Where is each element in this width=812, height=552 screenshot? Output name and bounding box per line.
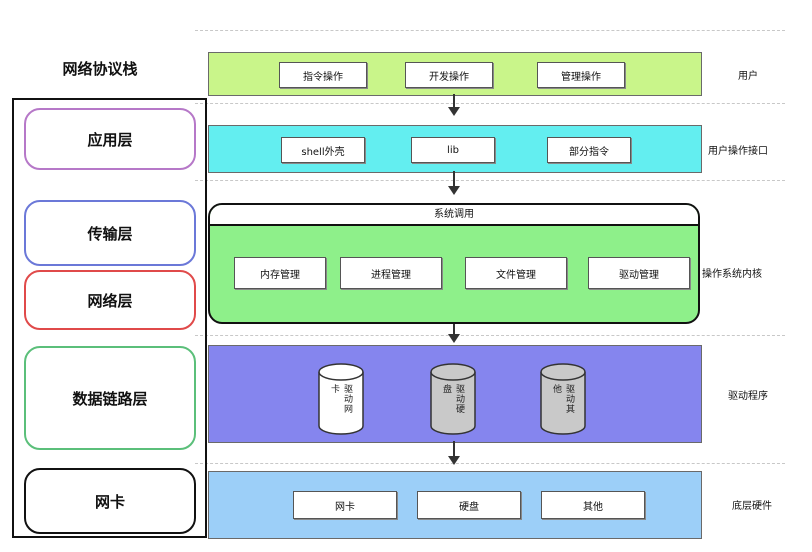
interface-item-shell: shell外壳 [281, 137, 365, 163]
layer-label: 网卡 [94, 492, 125, 511]
user-item-dev: 开发操作 [405, 62, 493, 88]
hardware-item-other: 其他 [541, 491, 645, 519]
flow-arrow-head [448, 334, 460, 343]
layer-nic: 网卡 [24, 468, 196, 534]
flow-arrow [453, 441, 455, 457]
separator [195, 463, 785, 464]
interface-item-lib: lib [411, 137, 495, 163]
band-kernel: 系统调用 内存管理 进程管理 文件管理 驱动管理 [208, 203, 700, 324]
driver-cylinder-other: 驱动其他 [539, 362, 587, 436]
layer-transport: 传输层 [24, 200, 196, 266]
user-item-admin: 管理操作 [537, 62, 625, 88]
cylinder-shape [318, 363, 364, 435]
side-label-kernel: 操作系统内核 [702, 269, 762, 280]
band-user: 指令操作 开发操作 管理操作 [208, 52, 702, 96]
layer-label: 网络层 [87, 291, 133, 310]
flow-arrow-head [448, 107, 460, 116]
band-driver: 驱动网卡 驱动硬盘 驱动其他 [208, 345, 702, 443]
kernel-header: 系统调用 [210, 205, 698, 226]
side-label-driver: 驱动程序 [728, 391, 768, 402]
layer-label: 应用层 [87, 130, 133, 149]
cylinder-label: 驱动硬盘 [441, 384, 464, 415]
band-hardware: 网卡 硬盘 其他 [208, 471, 702, 539]
flow-arrow [453, 324, 455, 336]
interface-item-partial-commands: 部分指令 [547, 137, 631, 163]
cylinder-shape [430, 363, 476, 435]
kernel-item-driver: 驱动管理 [588, 257, 690, 289]
protocol-stack-frame: 应用层 传输层 网络层 数据链路层 网卡 [12, 98, 207, 538]
separator [195, 180, 785, 181]
band-interface: shell外壳 lib 部分指令 [208, 125, 702, 173]
layer-label: 传输层 [87, 224, 133, 243]
flow-arrow [453, 94, 455, 108]
separator [195, 30, 785, 31]
cylinder-label: 驱动网卡 [329, 384, 352, 415]
flow-arrow-head [448, 186, 460, 195]
side-label-user: 用户 [738, 71, 758, 82]
layer-application: 应用层 [24, 108, 196, 170]
driver-cylinder-disk: 驱动硬盘 [429, 362, 477, 436]
layer-label: 数据链路层 [72, 389, 148, 408]
flow-arrow-head [448, 456, 460, 465]
separator [195, 103, 785, 104]
flow-arrow [453, 171, 455, 187]
hardware-item-nic: 网卡 [293, 491, 397, 519]
kernel-item-process: 进程管理 [340, 257, 442, 289]
kernel-item-file: 文件管理 [465, 257, 567, 289]
layer-network: 网络层 [24, 270, 196, 330]
side-label-interface: 用户操作接口 [708, 146, 768, 157]
hardware-item-disk: 硬盘 [417, 491, 521, 519]
cylinder-label: 驱动其他 [551, 384, 574, 415]
syscall-label: 系统调用 [434, 209, 474, 220]
side-label-hardware: 底层硬件 [732, 501, 772, 512]
layer-datalink: 数据链路层 [24, 346, 196, 450]
driver-cylinder-nic: 驱动网卡 [317, 362, 365, 436]
protocol-stack-title: 网络协议栈 [62, 60, 138, 78]
user-item-command: 指令操作 [279, 62, 367, 88]
kernel-item-memory: 内存管理 [234, 257, 326, 289]
cylinder-shape [540, 363, 586, 435]
separator [195, 335, 785, 336]
